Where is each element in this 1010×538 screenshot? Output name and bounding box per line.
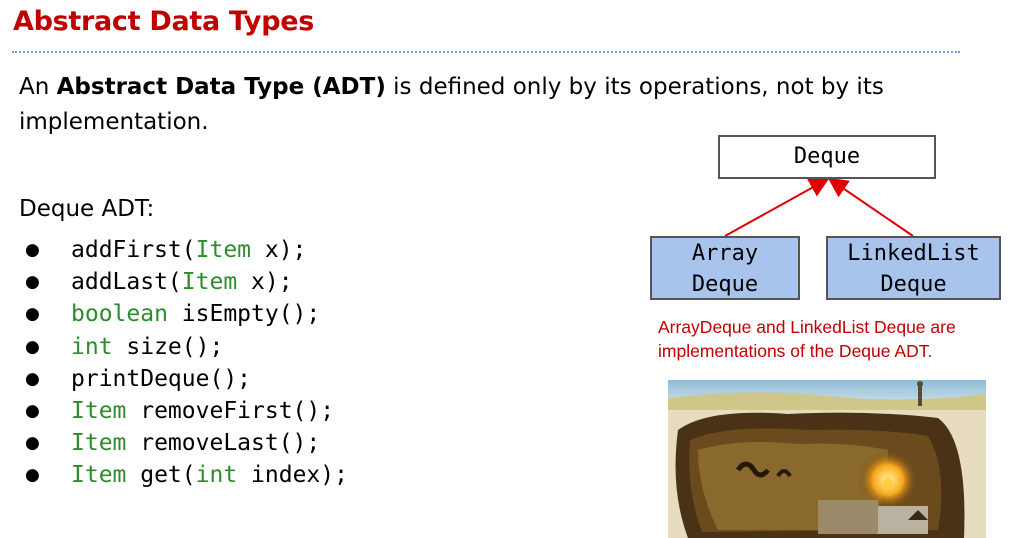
list-item: ●addLast(Item x); — [25, 266, 348, 298]
deque-interface-box: Deque — [718, 135, 936, 179]
array-deque-line2: Deque — [691, 272, 759, 297]
linked-to-deque-arrow — [827, 177, 914, 237]
intro-bold: Abstract Data Type (ADT) — [56, 74, 386, 100]
linkedlist-deque-box: LinkedList Deque — [826, 236, 1001, 300]
list-item: ●Item removeLast(); — [25, 427, 348, 459]
list-item: ●int size(); — [25, 331, 348, 363]
operations-list: ●addFirst(Item x); ●addLast(Item x); ●bo… — [25, 234, 348, 492]
intro-prefix: An — [19, 74, 57, 100]
linkedlist-deque-line1: LinkedList — [847, 241, 980, 266]
array-deque-box: Array Deque — [650, 236, 800, 300]
title-divider — [12, 51, 960, 53]
array-deque-line1: Array — [691, 241, 759, 266]
bullet-icon: ● — [25, 272, 40, 293]
bullet-icon: ● — [25, 433, 40, 454]
list-item: ●addFirst(Item x); — [25, 234, 348, 266]
list-item: ●Item get(int index); — [25, 459, 348, 491]
bullet-icon: ● — [25, 465, 40, 486]
list-item: ●printDeque(); — [25, 363, 348, 395]
deque-adt-label: Deque ADT: — [19, 196, 155, 222]
linkedlist-deque-line2: Deque — [880, 272, 947, 297]
bullet-icon: ● — [25, 400, 40, 421]
list-item: ●boolean isEmpty(); — [25, 298, 348, 330]
bullet-icon: ● — [25, 240, 40, 260]
cave-allegory-image — [668, 380, 986, 538]
intro-text: An Abstract Data Type (ADT) is defined o… — [19, 70, 899, 140]
bullet-icon: ● — [25, 304, 40, 325]
bullet-icon: ● — [25, 336, 40, 357]
list-item: ●Item removeFirst(); — [25, 395, 348, 427]
intro-suffix: is defined only by its operations, not b… — [19, 74, 884, 135]
array-to-deque-arrow — [724, 178, 830, 237]
slide-title: Abstract Data Types — [13, 6, 315, 37]
diagram-caption: ArrayDeque and LinkedList Deque are impl… — [658, 317, 956, 361]
bullet-icon: ● — [25, 368, 40, 389]
